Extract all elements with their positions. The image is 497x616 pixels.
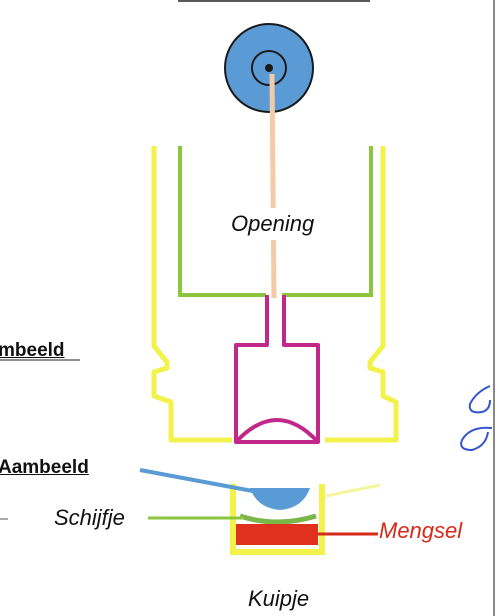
opening-disc-icon	[224, 23, 314, 113]
outer-housing	[151, 146, 399, 443]
opening-label-bg	[228, 208, 320, 240]
ambeeld-partial-label: mbeeld	[0, 340, 65, 361]
aambeeld-leader	[139, 468, 259, 494]
kuipje-label: Kuipje	[248, 586, 310, 611]
schijfje-label: Schijfje	[54, 505, 125, 530]
anvil	[250, 488, 310, 510]
inner-housing	[178, 146, 373, 297]
mengsel-label: Mengsel	[379, 518, 463, 543]
faint-yellow-leader	[325, 483, 381, 498]
mixture	[236, 524, 318, 545]
disc	[239, 513, 317, 525]
opening-channel-line	[269, 73, 277, 299]
firing-pin-cup	[234, 418, 320, 444]
handwritten-symbol-icon	[460, 385, 493, 452]
firing-pin	[234, 295, 320, 444]
aambeeld-label: Aambeeld	[0, 457, 89, 478]
opening-label: Opening	[231, 211, 315, 236]
